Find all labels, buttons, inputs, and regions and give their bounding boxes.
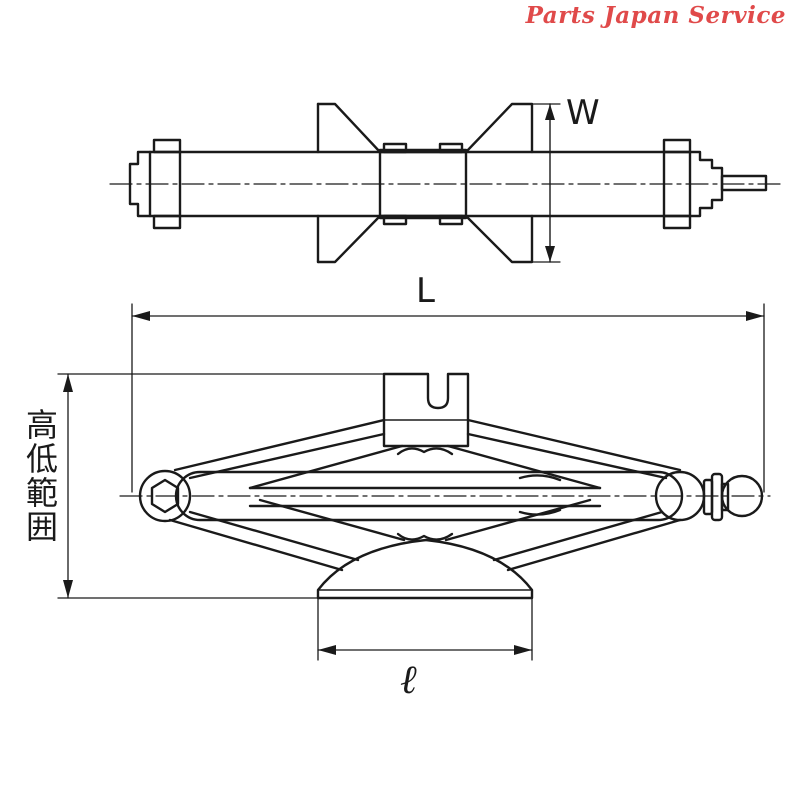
length-label: L [416, 271, 435, 311]
side-view-base [316, 538, 534, 600]
top-view-upper-wing [316, 102, 534, 154]
height-range-label: 高低範囲 [21, 408, 59, 544]
height-dimension [57, 373, 385, 599]
top-view-lower-wing [316, 214, 534, 264]
brand-watermark: Parts Japan Service [525, 2, 786, 29]
base-length-label: ℓ [400, 657, 417, 703]
top-view [109, 102, 781, 264]
width-label: W [566, 93, 600, 133]
top-view-screw-rod [720, 174, 768, 192]
length-dimension [131, 303, 765, 493]
side-view-saddle [382, 372, 470, 448]
side-view [119, 372, 771, 600]
base-dimension [317, 597, 533, 661]
